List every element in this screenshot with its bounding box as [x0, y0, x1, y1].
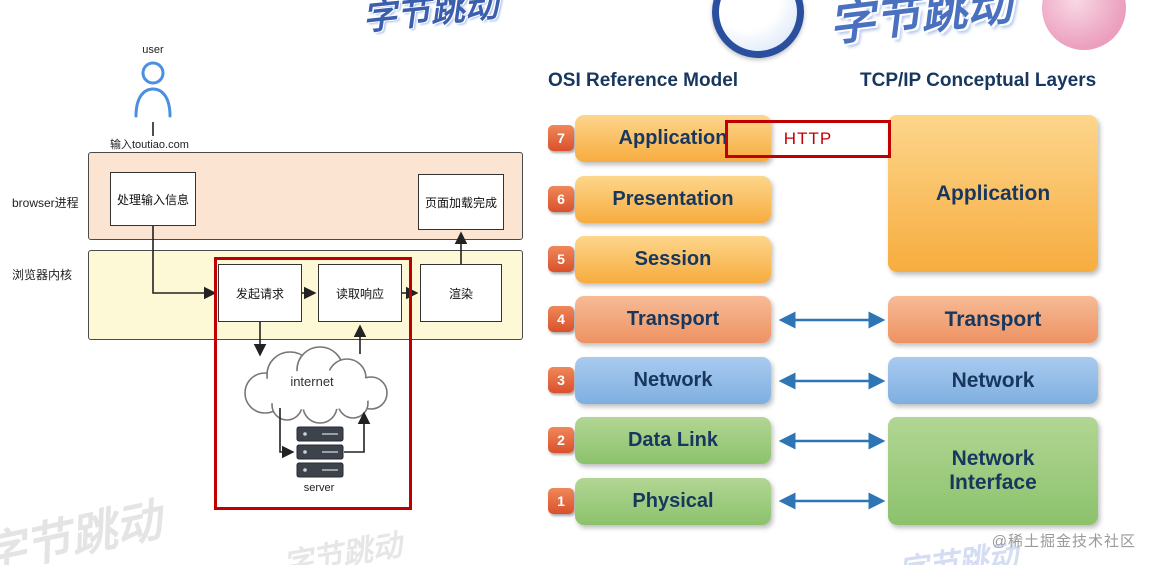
layer-number-badge: 7	[548, 125, 574, 151]
read-response-box: 读取响应	[318, 264, 402, 322]
tcpip-layer-label: Transport	[944, 307, 1042, 331]
credit-watermark: @稀土掘金技术社区	[991, 533, 1136, 550]
osi-layer-row-6: 6 Presentation	[540, 176, 780, 223]
tcpip-layer-label: Network	[951, 368, 1035, 392]
page-loaded-box: 页面加载完成	[418, 174, 504, 230]
tcpip-layer-label: Network Interface	[949, 447, 1037, 494]
input-url-label: 输入toutiao.com	[108, 136, 191, 152]
osi-layer-bar: Presentation	[575, 176, 771, 223]
layer-number-badge: 1	[548, 488, 574, 514]
osi-tcpip-diagram: OSI Reference Model TCP/IP Conceptual La…	[540, 0, 1150, 565]
browser-kernel-label: 浏览器内核	[12, 268, 73, 282]
osi-layer-bar: Physical	[575, 478, 771, 525]
osi-layer-row-4: 4 Transport	[540, 296, 780, 343]
browser-process-label: browser进程	[12, 196, 79, 210]
tcpip-transport-box: Transport	[888, 296, 1098, 343]
server-label: server	[303, 482, 335, 494]
layer-number-badge: 3	[548, 367, 574, 393]
osi-layer-bar: Session	[575, 236, 771, 283]
send-request-box: 发起请求	[218, 264, 302, 322]
osi-layer-bar: Network	[575, 357, 771, 404]
osi-layer-bar: Data Link	[575, 417, 771, 464]
osi-layer-row-1: 1 Physical	[540, 478, 780, 525]
tcpip-network-box: Network	[888, 357, 1098, 404]
process-input-box: 处理输入信息	[110, 172, 196, 226]
user-label: user	[142, 44, 164, 56]
layer-number-badge: 5	[548, 246, 574, 272]
osi-layer-row-5: 5 Session	[540, 236, 780, 283]
browser-flow-diagram: user browser进程 浏览器内核 处理输入信息 页面加载完成 发起请求 …	[0, 0, 535, 565]
tcpip-application-box: Application	[888, 115, 1098, 272]
user-icon	[134, 61, 172, 118]
render-box: 渲染	[420, 264, 502, 322]
network-path-highlight-box	[214, 257, 412, 510]
tcpip-column-title: TCP/IP Conceptual Layers	[860, 70, 1097, 91]
http-label: HTTP	[783, 129, 833, 148]
osi-layer-row-3: 3 Network	[540, 357, 780, 404]
http-highlight-box: HTTP	[725, 120, 891, 158]
tcpip-layer-label: Application	[935, 181, 1051, 205]
layer-number-badge: 4	[548, 306, 574, 332]
layer-number-badge: 2	[548, 427, 574, 453]
tcpip-network-interface-box: Network Interface	[888, 417, 1098, 525]
osi-layer-bar: Transport	[575, 296, 771, 343]
layer-number-badge: 6	[548, 186, 574, 212]
osi-layer-row-2: 2 Data Link	[540, 417, 780, 464]
osi-column-title: OSI Reference Model	[548, 70, 739, 91]
